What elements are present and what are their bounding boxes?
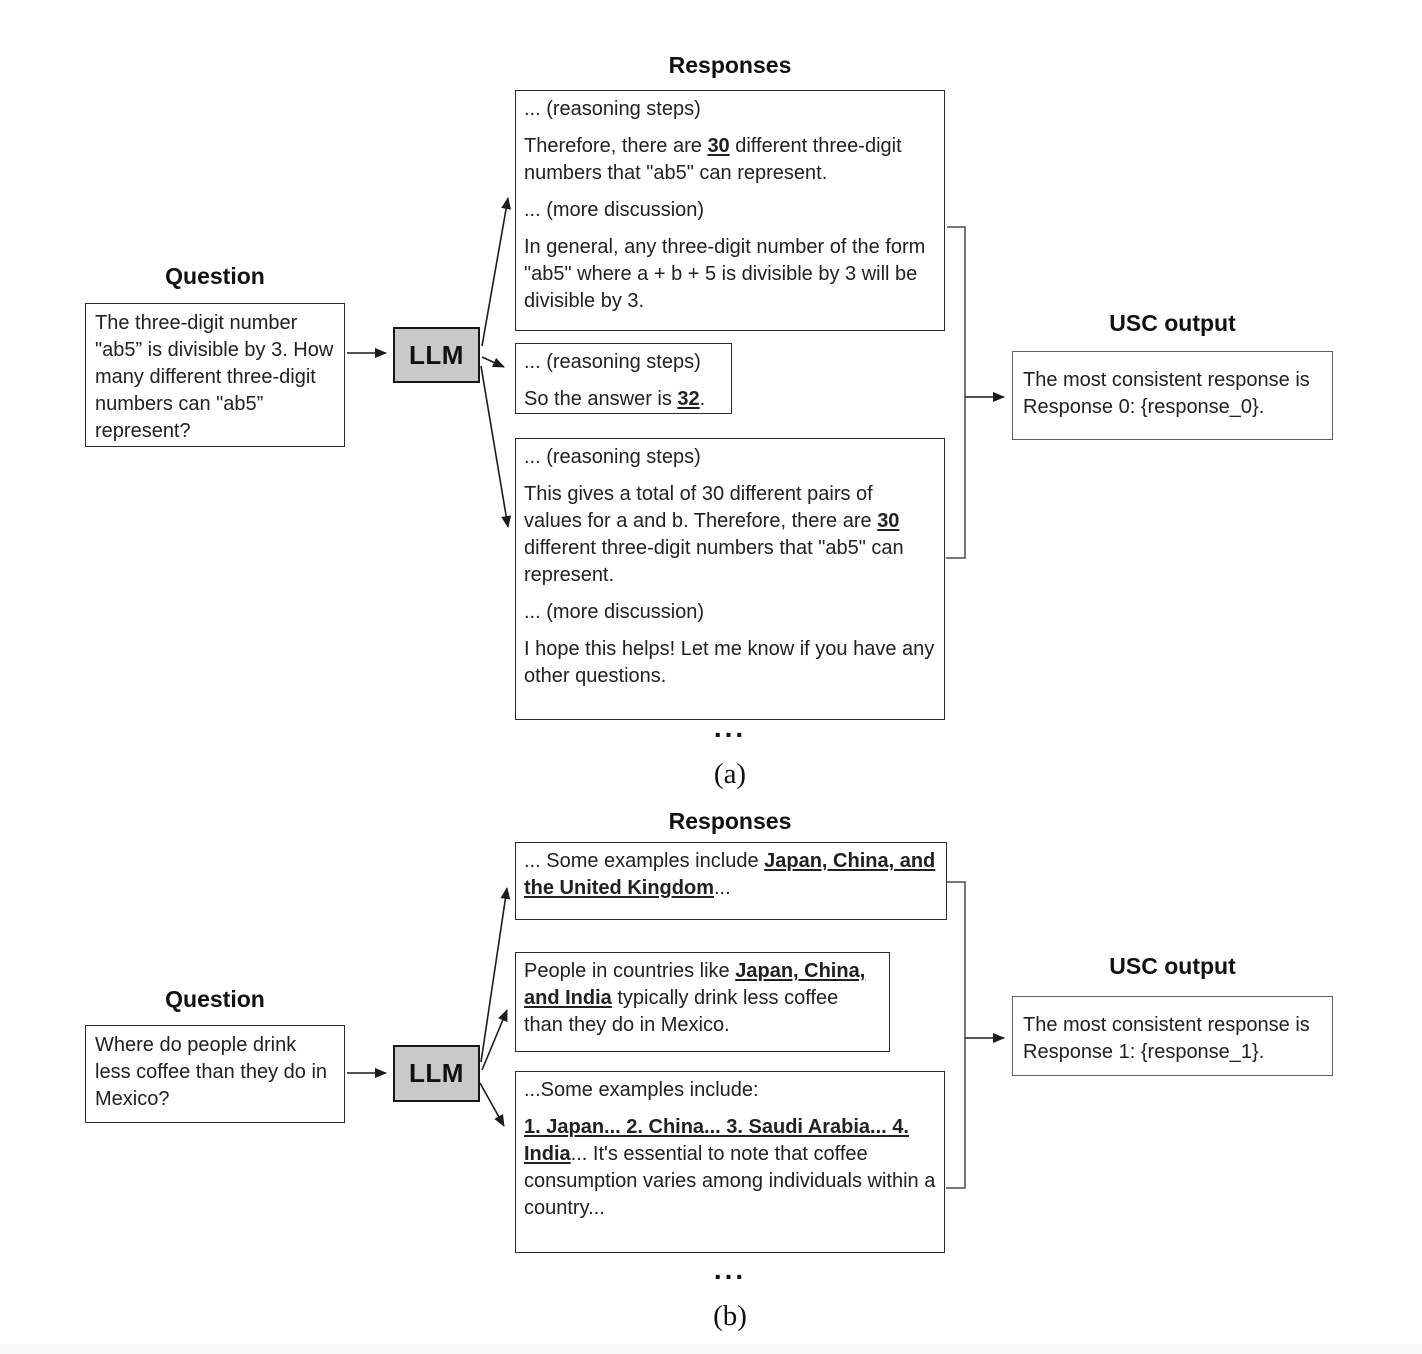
response-box-1: ... (reasoning steps)Therefore, there ar… (515, 90, 945, 331)
more-responses-ellipsis: ... (713, 1254, 747, 1285)
question-title: Question (165, 263, 265, 289)
response-box-3: ... (reasoning steps)This gives a total … (515, 438, 945, 720)
arrow-llm-to-response2-b (481, 1009, 508, 1071)
response-box-1: ... Some examples include Japan, China, … (515, 842, 947, 920)
bracket-responses-a (946, 226, 966, 559)
responses-title: Responses (668, 808, 792, 834)
bracket-responses-b (946, 881, 966, 1189)
response-box-3: ...Some examples include:1. Japan... 2. … (515, 1071, 945, 1253)
question-title: Question (165, 986, 265, 1012)
arrow-llm-to-response2-a (481, 356, 505, 368)
responses-title: Responses (668, 52, 792, 78)
arrow-llm-to-response1-b (480, 887, 511, 1063)
response-box-2: People in countries like Japan, China, a… (515, 952, 890, 1052)
response-box-2: ... (reasoning steps)So the answer is 32… (515, 343, 732, 414)
llm-box: LLM (393, 1045, 480, 1102)
panel-caption: (a) (713, 758, 747, 790)
more-responses-ellipsis: ... (713, 712, 747, 743)
panel-caption: (b) (713, 1300, 747, 1332)
arrow-llm-to-response3-b (479, 1082, 505, 1127)
question-box: Where do people drink less coffee than t… (85, 1025, 345, 1123)
usc-output-title: USC output (1109, 310, 1236, 336)
arrow-llm-to-response1-a (481, 197, 512, 347)
usc-output-box: The most consistent response is Response… (1012, 351, 1333, 440)
llm-box: LLM (393, 327, 480, 383)
question-box: The three-digit number "ab5” is divisibl… (85, 303, 345, 447)
page-bottom-strip (0, 1344, 1422, 1354)
arrow-llm-to-response3-a (480, 365, 512, 528)
usc-output-box: The most consistent response is Response… (1012, 996, 1333, 1076)
usc-output-title: USC output (1109, 953, 1236, 979)
